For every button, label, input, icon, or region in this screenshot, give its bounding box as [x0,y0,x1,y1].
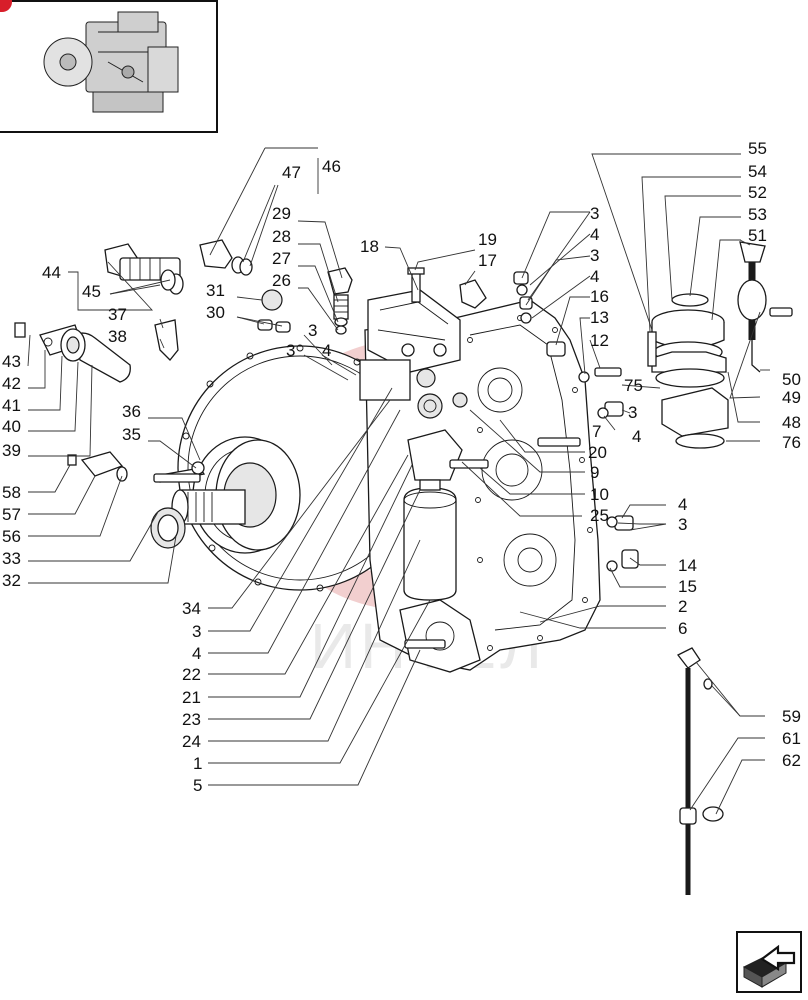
callout-label: 40 [2,417,21,436]
callout-label: 47 [282,163,301,182]
callout-label: 51 [748,226,767,245]
callout-label: 29 [272,204,291,223]
leader-lines [27,147,770,815]
callout-label: 3 [590,204,599,223]
callout-labels: 46 47 29 28 27 26 18 19 17 44 45 31 30 3… [2,139,801,795]
callout-label: 4 [632,427,641,446]
callout-label: 2 [678,597,687,616]
assembly-thumbnail[interactable] [0,0,218,133]
callout-label: 53 [748,205,767,224]
callout-label: 54 [748,162,767,181]
callout-label: 27 [272,249,291,268]
left-parts [14,239,291,483]
callout-label: 38 [108,327,127,346]
callout-label: 44 [42,263,61,282]
next-page-button[interactable] [736,931,802,993]
callout-label: 4 [590,225,599,244]
callout-label: 31 [206,281,225,300]
callout-label: 4 [590,267,599,286]
callout-label: 18 [360,237,379,256]
callout-label: 3 [192,622,201,641]
callout-label: 4 [322,341,331,360]
callout-label: 58 [2,483,21,502]
callout-label: 25 [590,506,609,525]
callout-label: 14 [678,556,697,575]
transmission-thumbnail-icon [43,11,179,113]
page-marker-tab [0,0,12,12]
callout-label: 48 [782,413,801,432]
callout-label: 16 [590,287,609,306]
dipstick-assembly [677,647,724,895]
callout-label: 5 [193,776,202,795]
callout-label: 33 [2,549,21,568]
callout-label: 76 [782,433,801,452]
callout-label: 28 [272,227,291,246]
callout-label: 7 [592,422,601,441]
callout-label: 56 [2,527,21,546]
callout-label: 9 [590,463,599,482]
callout-label: 39 [2,441,21,460]
callout-label: 42 [2,374,21,393]
callout-label: 41 [2,396,21,415]
callout-label: 26 [272,271,291,290]
callout-label: 22 [182,665,201,684]
callout-label: 62 [782,751,801,770]
callout-label: 45 [82,282,101,301]
callout-label: 19 [478,230,497,249]
callout-label: 59 [782,707,801,726]
callout-label: 4 [192,644,201,663]
callout-label: 3 [678,515,687,534]
callout-label: 17 [478,251,497,270]
callout-label: 75 [624,376,643,395]
callout-label: 57 [2,505,21,524]
callout-label: 49 [782,388,801,407]
callout-label: 3 [590,246,599,265]
callout-label: 20 [588,443,607,462]
callout-label: 36 [122,402,141,421]
callout-label: 12 [590,331,609,350]
callout-label: 50 [782,370,801,389]
top-parts [327,267,639,649]
input-shaft-assembly [150,436,301,554]
callout-label: 13 [590,308,609,327]
callout-label: 1 [193,754,202,773]
callout-label: 3 [286,341,295,360]
callout-label: 52 [748,183,767,202]
callout-label: 37 [108,305,127,324]
callout-label: 15 [678,577,697,596]
callout-label: 3 [628,403,637,422]
callout-label: 43 [2,352,21,371]
callout-label: 23 [182,710,201,729]
callout-label: 4 [678,495,687,514]
callout-label: 46 [322,157,341,176]
callout-label: 30 [206,303,225,322]
callout-label: 6 [678,619,687,638]
callout-label: 35 [122,425,141,444]
callout-label: 32 [2,571,21,590]
callout-label: 61 [782,729,801,748]
callout-label: 24 [182,732,201,751]
right-parts [647,241,793,449]
next-page-arrow-icon [742,944,796,988]
callout-label: 55 [748,139,767,158]
callout-label: 34 [182,599,201,618]
callout-label: 21 [182,688,201,707]
callout-label: 3 [308,321,317,340]
callout-label: 10 [590,485,609,504]
